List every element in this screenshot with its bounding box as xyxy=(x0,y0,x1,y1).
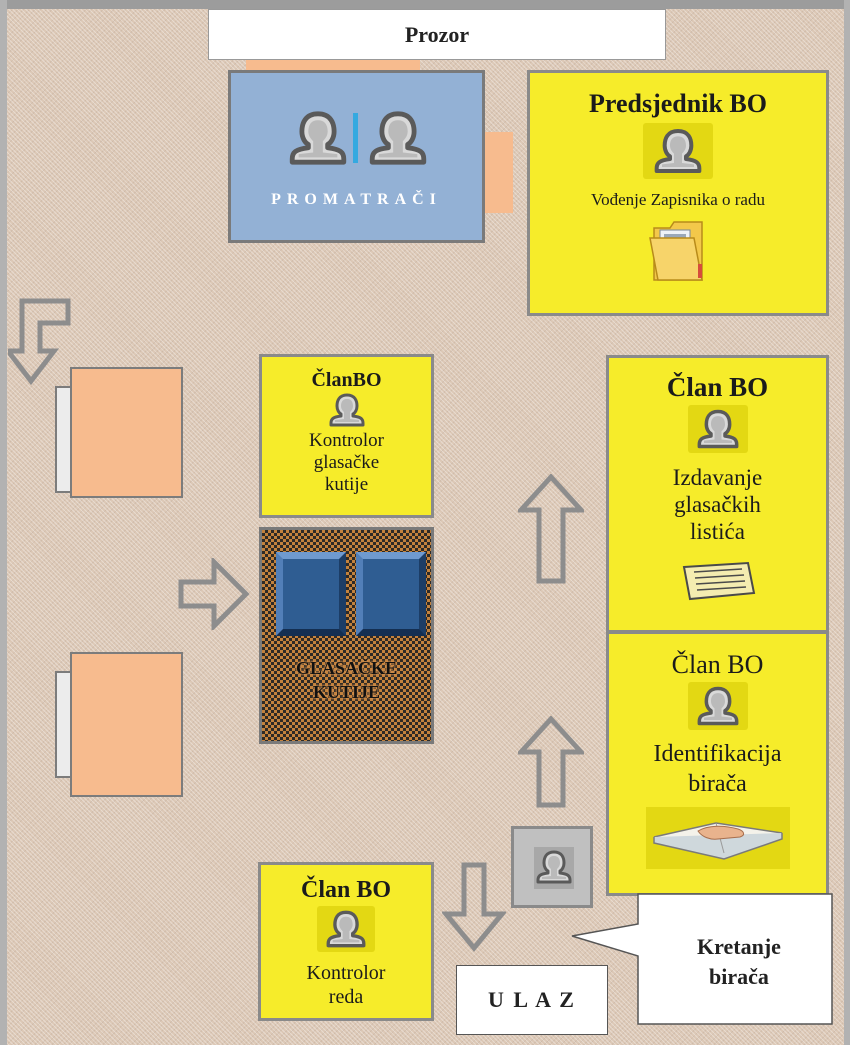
room-left-wall xyxy=(0,0,7,1045)
member-title: Član BO xyxy=(666,372,769,402)
label-line: KUTIJE xyxy=(312,682,381,702)
person-icon xyxy=(365,109,431,167)
person-icon xyxy=(643,123,713,179)
flow-arrow-left-down xyxy=(8,298,71,386)
person-icon xyxy=(327,392,367,428)
president-task: Vođenje Zapisnika o radu xyxy=(591,190,765,209)
label-line: birača xyxy=(709,964,769,989)
flow-arrow-right xyxy=(178,558,250,630)
ballot-box-controller-box: ČlanBO Kontrolor glasačke kutije xyxy=(259,354,434,518)
member-task: Identifikacija birača xyxy=(609,739,826,799)
member-title: Član BO xyxy=(300,877,392,903)
room-top-wall xyxy=(0,0,850,9)
queue-controller-box: Član BO Kontrolor reda xyxy=(258,862,434,1021)
member-task: Izdavanje glasačkih listića xyxy=(609,464,826,545)
member-title: ČlanBO xyxy=(311,369,382,391)
president-title: Predsjednik BO xyxy=(589,89,767,118)
observers-table-top xyxy=(246,60,420,72)
observers-label: PROMATRAČI xyxy=(271,191,442,208)
member-task: Kontrolor reda xyxy=(261,961,431,1009)
task-line: Kontrolor xyxy=(306,962,386,984)
voter-register-icon xyxy=(645,807,790,869)
room-right-wall xyxy=(844,0,850,1045)
person-icon xyxy=(285,109,351,167)
voting-booth-lower xyxy=(70,652,183,797)
flow-arrow-down xyxy=(442,862,506,952)
task-line: reda xyxy=(328,986,364,1008)
person-icon xyxy=(534,847,574,889)
flow-arrow-up-lower xyxy=(518,716,584,808)
task-line: Identifikacija xyxy=(653,741,782,767)
task-line: Kontrolor xyxy=(309,430,384,451)
person-icon xyxy=(317,906,375,952)
task-line: glasačke xyxy=(313,452,380,473)
task-line: birača xyxy=(688,771,747,797)
observers-table-side xyxy=(485,132,513,213)
voter-movement-label: Kretanje birača xyxy=(638,900,840,1024)
task-line: listića xyxy=(690,519,745,544)
ballot-boxes-area: GLASAČKE KUTIJE xyxy=(259,527,434,744)
voting-booth-upper xyxy=(70,367,183,498)
window-label: Prozor xyxy=(208,9,666,60)
ballot-boxes-label: GLASAČKE KUTIJE xyxy=(262,656,431,704)
ballot-paper-icon xyxy=(682,561,755,601)
president-box: Predsjednik BO Vođenje Zapisnika o radu xyxy=(527,70,829,316)
member-task: Kontrolor glasačke kutije xyxy=(262,430,431,496)
voter-movement-callout xyxy=(571,893,833,1025)
person-icon xyxy=(687,682,748,730)
entrance-label: U L A Z xyxy=(456,965,608,1035)
ballot-box-left xyxy=(276,552,346,636)
observers-area: PROMATRAČI xyxy=(228,70,485,243)
person-icon xyxy=(687,405,748,453)
task-line: glasačkih xyxy=(674,492,761,517)
task-line: Izdavanje xyxy=(672,465,763,490)
separator-bar xyxy=(353,113,358,163)
waiting-voter-box xyxy=(511,826,593,908)
member-title: Član BO xyxy=(671,650,764,679)
flow-arrow-up-upper xyxy=(518,474,584,584)
label-line: Kretanje xyxy=(697,934,781,959)
folder-icon xyxy=(649,221,703,281)
voter-id-box: Član BO Identifikacija birača xyxy=(606,631,829,896)
ballot-issuer-box: Član BO Izdavanje glasačkih listića xyxy=(606,355,829,633)
label-line: GLASAČKE xyxy=(295,658,398,678)
ballot-box-right xyxy=(356,552,426,636)
task-line: kutije xyxy=(324,474,369,495)
